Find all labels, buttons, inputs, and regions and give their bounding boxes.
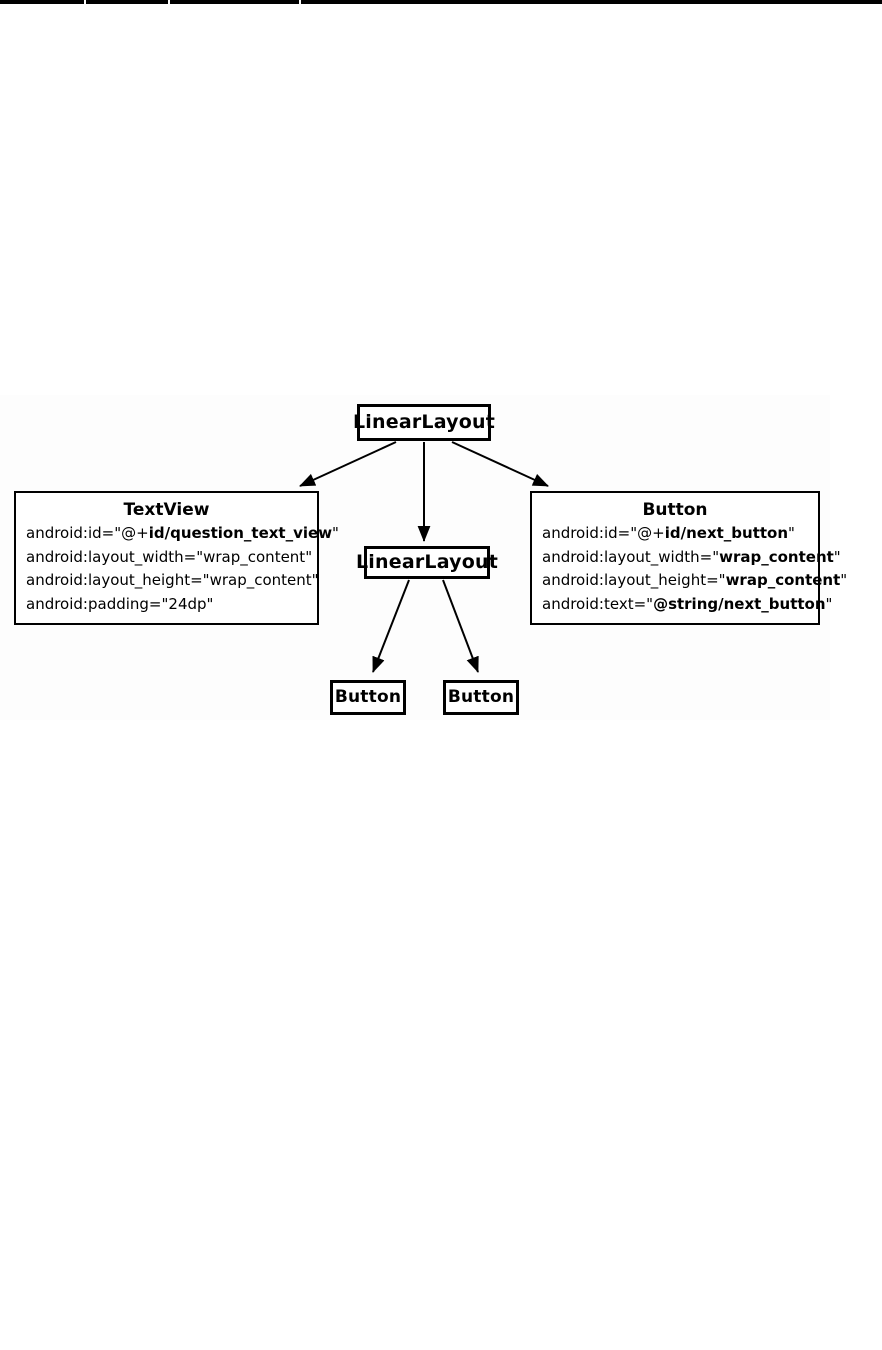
header-rule-tick	[168, 0, 170, 4]
attribute-row: android:layout_width="wrap_content"	[542, 547, 841, 566]
attribute-row: android:id="@+id/question_text_view"	[26, 524, 339, 542]
node-title: Button	[447, 687, 515, 707]
node-child-button-right[interactable]: Button	[443, 680, 519, 715]
node-title: LinearLayout	[353, 411, 496, 433]
attribute-list: android:id="@+id/question_text_view" and…	[26, 524, 339, 614]
attribute-row: android:layout_height="wrap_content"	[542, 571, 848, 590]
attribute-row: android:layout_height="wrap_content"	[26, 571, 319, 590]
node-child-button-left[interactable]: Button	[330, 680, 406, 715]
node-title: Button	[642, 500, 708, 520]
node-root-linearlayout[interactable]: LinearLayout	[353, 404, 495, 441]
node-title: TextView	[123, 500, 210, 520]
page-header-rule	[0, 0, 882, 4]
node-nested-linearlayout[interactable]: LinearLayout	[356, 546, 498, 579]
header-rule-tick	[84, 0, 86, 4]
node-title: LinearLayout	[356, 551, 499, 573]
node-textview[interactable]: TextView android:id="@+id/question_text_…	[14, 491, 339, 625]
node-title: Button	[334, 687, 402, 707]
attribute-row: android:text="@string/next_button"	[542, 595, 832, 614]
attribute-list: android:id="@+id/next_button" android:la…	[542, 524, 848, 614]
attribute-row: android:padding="24dp"	[26, 595, 214, 614]
attribute-row: android:layout_width="wrap_content"	[26, 547, 313, 566]
header-rule-tick	[299, 0, 301, 4]
node-next-button[interactable]: Button android:id="@+id/next_button" and…	[530, 491, 848, 625]
attribute-row: android:id="@+id/next_button"	[542, 524, 795, 542]
